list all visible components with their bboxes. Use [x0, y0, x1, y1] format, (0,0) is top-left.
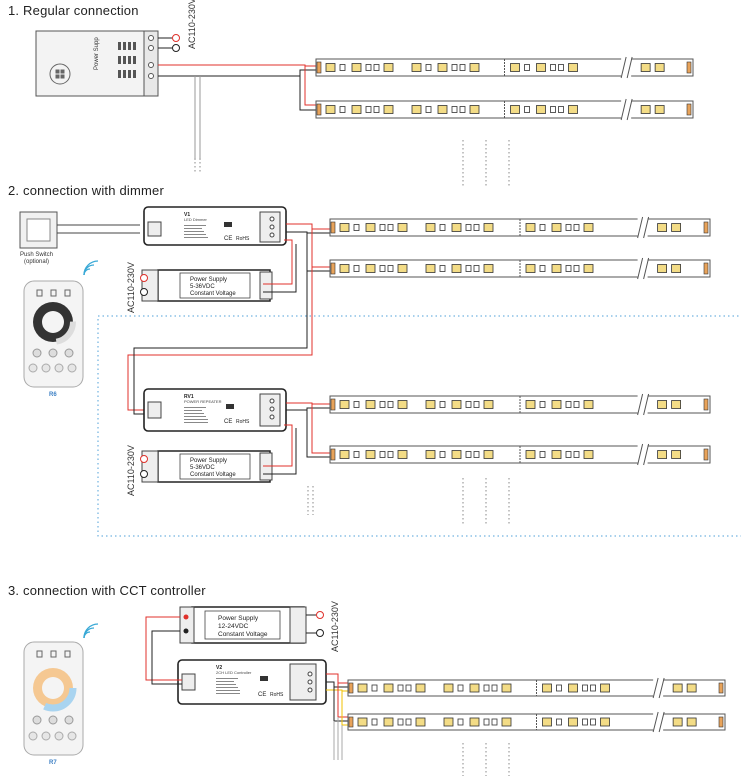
ac-voltage-label-2: AC110-230V [126, 262, 136, 313]
led-strip [329, 443, 711, 466]
led-strip [315, 56, 694, 79]
push-switch[interactable] [19, 211, 58, 249]
repeater-rv1: RV1 POWER REPEATER CE RoHS [143, 388, 287, 432]
dimmer-rohs: RoHS [236, 236, 250, 242]
section-title-cct: 3. connection with CCT controller [8, 583, 206, 598]
led-strip [329, 216, 711, 239]
ps4-line2: 12-24VDC [218, 623, 249, 630]
ps4-line3: Constant Voltage [218, 631, 268, 638]
ps2-line2: 5-36VDC [190, 284, 215, 290]
led-strip [315, 98, 694, 121]
ps2-line3: Constant Voltage [190, 291, 236, 297]
ps3-line2: 5-36VDC [190, 465, 215, 471]
power-supply-unit-3: Power Supply 5-36VDC Constant Voltage [141, 450, 273, 483]
cct-ce: CE [258, 692, 266, 698]
ac-voltage-label-1: AC110-230V [187, 0, 197, 49]
cct-model: V2 [216, 665, 222, 671]
ac-voltage-label-3: AC110-230V [126, 445, 136, 496]
power-supp-label: Power Supp [94, 37, 100, 70]
led-strip [347, 711, 726, 733]
vent-grid-icon [118, 42, 136, 78]
wifi-icon-2 [83, 623, 99, 639]
dimmer-ce: CE [224, 236, 232, 242]
power-supply-unit-2: Power Supply 5-36VDC Constant Voltage [141, 269, 273, 302]
led-strip [329, 257, 711, 280]
cct-name: 2CH LED Controller [216, 670, 252, 675]
repeater-rohs: RoHS [236, 419, 250, 425]
remote-r7[interactable] [23, 641, 84, 756]
dimmer-v1: V1 LED Dimmer CE RoHS [143, 206, 287, 246]
ac-voltage-label-4: AC110-230V [330, 601, 340, 652]
ps2-line1: Power Supply [190, 277, 227, 283]
ps3-line3: Constant Voltage [190, 472, 236, 478]
push-switch-label: Push Switch [20, 252, 53, 258]
repeater-model: RV1 [184, 394, 194, 400]
wifi-icon [83, 260, 99, 276]
section-title-dimmer: 2. connection with dimmer [8, 183, 165, 198]
power-supply-unit-4: Power Supply 12-24VDC Constant Voltage [179, 606, 307, 644]
dimmer-name: LED Dimmer [184, 217, 208, 222]
ps4-line1: Power Supply [218, 615, 259, 622]
section-title-regular: 1. Regular connection [8, 3, 139, 18]
led-strips [315, 56, 726, 733]
cct-rohs: RoHS [270, 692, 284, 698]
power-supply-unit-1: Power Supp [35, 30, 159, 97]
dimmer-model: V1 [184, 212, 190, 218]
remote-r6-label: R6 [49, 392, 57, 398]
led-strip [347, 677, 726, 699]
repeater-ce: CE [224, 419, 232, 425]
cct-controller-v2: V2 2CH LED Controller CE RoHS [177, 659, 327, 705]
ps3-line1: Power Supply [190, 458, 227, 464]
push-switch-optional-label: (optional) [24, 259, 49, 265]
remote-r6[interactable] [23, 280, 84, 388]
repeater-name: POWER REPEATER [184, 399, 222, 404]
led-strip [329, 393, 711, 416]
neutral-terminal-icon [172, 44, 180, 52]
live-terminal-icon [172, 34, 180, 42]
remote-r7-label: R7 [49, 760, 57, 766]
fan-icon [49, 63, 71, 85]
